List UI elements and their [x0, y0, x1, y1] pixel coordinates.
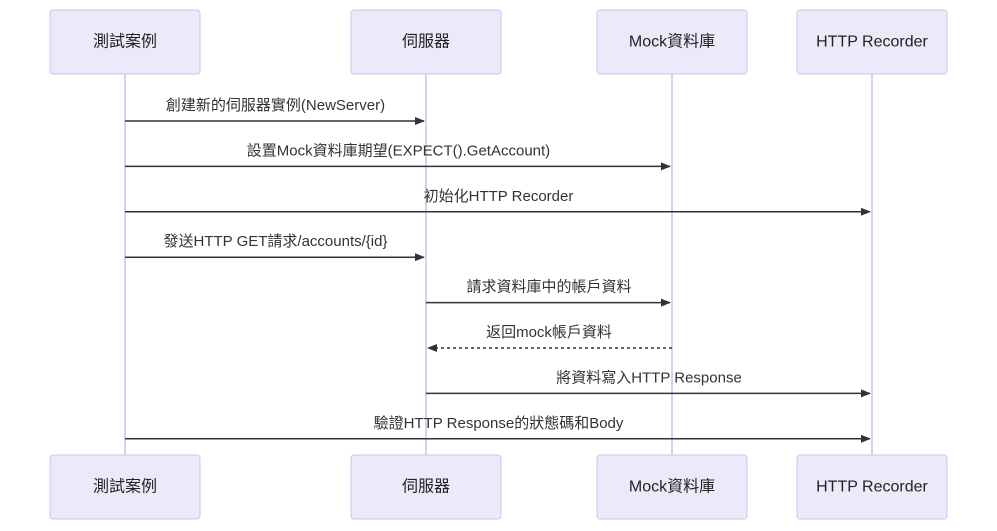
- participant-box: [796, 454, 948, 520]
- participant-mockdb-bottom: Mock資料庫: [596, 454, 748, 520]
- participant-box: [49, 454, 201, 520]
- message-8: 驗證HTTP Response的狀態碼和Body: [125, 415, 871, 443]
- participant-label: 伺服器: [402, 33, 450, 51]
- message-2: 設置Mock資料庫期望(EXPECT().GetAccount): [125, 142, 671, 171]
- message-label: 請求資料庫中的帳戶資料: [466, 279, 631, 296]
- participant-box: [596, 454, 748, 520]
- message-7: 將資料寫入HTTP Response: [426, 368, 871, 398]
- participant-server-bottom: 伺服器: [350, 454, 502, 520]
- participant-box: [350, 454, 502, 520]
- participant-test-bottom: 測試案例: [49, 454, 201, 520]
- participant-mockdb-top: Mock資料庫: [596, 9, 748, 75]
- participant-label: Mock資料庫: [629, 478, 715, 496]
- message-label: 驗證HTTP Response的狀態碼和Body: [374, 415, 624, 432]
- participant-label: HTTP Recorder: [816, 479, 928, 496]
- message-label: 初始化HTTP Recorder: [424, 188, 574, 205]
- messages: 創建新的伺服器實例(NewServer) 設置Mock資料庫期望(EXPECT()…: [125, 96, 871, 443]
- message-5: 請求資料庫中的帳戶資料: [426, 279, 671, 307]
- message-6: 返回mock帳戶資料: [427, 324, 672, 352]
- message-label: 設置Mock資料庫期望(EXPECT().GetAccount): [247, 142, 550, 159]
- message-label: 返回mock帳戶資料: [486, 324, 612, 341]
- participant-label: 測試案例: [93, 33, 157, 51]
- lifelines: [124, 74, 873, 455]
- participant-box: [350, 9, 502, 75]
- participant-recorder-top: HTTP Recorder: [796, 9, 948, 75]
- participant-recorder-bottom: HTTP Recorder: [796, 454, 948, 520]
- message-label: 發送HTTP GET請求/accounts/{id}: [164, 233, 388, 250]
- participant-label: 伺服器: [402, 478, 450, 496]
- participant-test-top: 測試案例: [49, 9, 201, 75]
- message-label: 將資料寫入HTTP Response: [556, 368, 742, 386]
- participant-label: HTTP Recorder: [816, 34, 928, 51]
- participant-label: 測試案例: [93, 478, 157, 496]
- participant-box: [596, 9, 748, 75]
- participant-server-top: 伺服器: [350, 9, 502, 75]
- participant-box: [796, 9, 948, 75]
- message-3: 初始化HTTP Recorder: [125, 188, 871, 216]
- message-1: 創建新的伺服器實例(NewServer): [125, 96, 425, 125]
- participant-label: Mock資料庫: [629, 33, 715, 51]
- message-4: 發送HTTP GET請求/accounts/{id}: [125, 233, 425, 262]
- participant-box: [49, 9, 201, 75]
- message-label: 創建新的伺服器實例(NewServer): [166, 96, 385, 114]
